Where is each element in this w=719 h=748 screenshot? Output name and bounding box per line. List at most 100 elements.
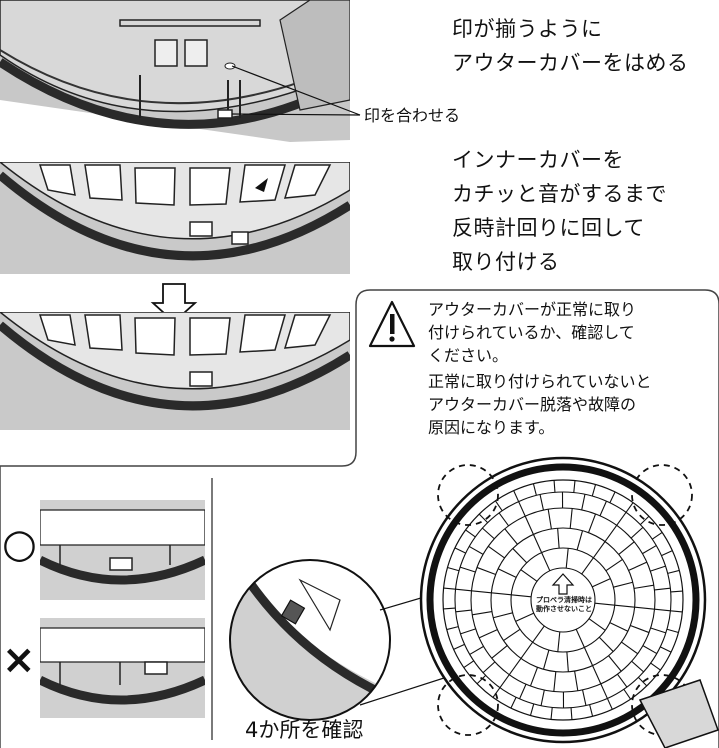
grille-spoke bbox=[469, 645, 484, 655]
zoom-detail-circle bbox=[229, 559, 391, 721]
grille-spoke bbox=[454, 547, 466, 554]
warning-line5: アウターカバー脱落や故障の bbox=[428, 395, 637, 414]
grille-spoke bbox=[613, 581, 633, 588]
grille-spoke bbox=[565, 548, 569, 569]
grille-spoke bbox=[520, 569, 538, 582]
grille-spoke bbox=[587, 513, 597, 533]
propeller-label-line1: プロペラ清掃時は bbox=[536, 596, 592, 604]
grille-spoke bbox=[453, 643, 465, 650]
align-mark-callout: 印を合わせる bbox=[364, 106, 461, 125]
grille-spoke bbox=[628, 561, 648, 571]
grille-spoke bbox=[604, 524, 618, 542]
grille-spoke bbox=[623, 688, 632, 700]
step1-instruction-line1: 印が揃うように bbox=[452, 17, 603, 41]
grille-spoke bbox=[459, 566, 476, 573]
grille-spoke bbox=[650, 662, 661, 671]
grille-spoke bbox=[519, 684, 527, 700]
grille-spoke bbox=[570, 707, 573, 720]
grille-spoke bbox=[493, 612, 513, 619]
grille-spoke bbox=[520, 641, 534, 659]
grille-spoke bbox=[670, 610, 683, 613]
grille-spoke bbox=[476, 566, 496, 576]
grille-spoke bbox=[504, 528, 518, 545]
grille-spoke bbox=[542, 649, 550, 670]
grille-spoke bbox=[492, 687, 501, 698]
step2-instruction-line3: 反時計回りに回して bbox=[452, 216, 645, 240]
grille-spoke bbox=[446, 626, 459, 631]
grille-spoke bbox=[553, 480, 556, 493]
grille-spoke bbox=[569, 508, 573, 529]
grille-spoke bbox=[508, 658, 522, 676]
grille-spoke bbox=[518, 501, 526, 517]
warning-line1: アウターカバーが正常に取り bbox=[428, 300, 637, 319]
step2-instruction-line4: 取り付ける bbox=[452, 250, 560, 274]
grille-spoke bbox=[576, 530, 584, 551]
grille-spoke bbox=[553, 671, 557, 692]
step1-instruction-line2: アウターカバーをはめる bbox=[452, 51, 689, 75]
grille-spoke bbox=[589, 704, 594, 717]
grille-spoke bbox=[661, 550, 673, 557]
grille-spoke bbox=[460, 628, 476, 635]
grille-spoke bbox=[606, 698, 613, 710]
grille-spoke bbox=[478, 513, 489, 524]
grille-spoke bbox=[581, 494, 586, 511]
grille-spoke bbox=[630, 624, 650, 634]
grille-spoke bbox=[529, 703, 535, 716]
grille-spoke bbox=[651, 531, 663, 540]
grille-spoke bbox=[498, 512, 510, 527]
grille-spoke bbox=[581, 557, 594, 575]
grille-spoke bbox=[666, 628, 679, 634]
grille-spoke bbox=[600, 683, 608, 699]
grille-spoke bbox=[616, 673, 628, 688]
grille-spoke bbox=[592, 541, 606, 559]
grille-spoke bbox=[540, 689, 545, 706]
ng-symbol: × bbox=[2, 637, 36, 683]
grille-spoke bbox=[463, 660, 475, 669]
grille-spoke bbox=[513, 490, 520, 502]
grille-spoke bbox=[599, 500, 607, 516]
grille-spoke bbox=[524, 515, 534, 535]
grille-spoke bbox=[455, 588, 472, 592]
down-arrow-icon bbox=[150, 283, 198, 324]
grille-spoke bbox=[639, 515, 650, 526]
grille-spoke bbox=[510, 697, 517, 709]
grille-spoke bbox=[625, 502, 634, 513]
grille-spoke bbox=[634, 606, 655, 610]
grille-spoke bbox=[443, 587, 456, 590]
grille-spoke bbox=[598, 636, 614, 652]
grille-spoke bbox=[574, 670, 579, 691]
warning-line2: 付けられているか、確認して bbox=[428, 323, 635, 342]
grille-spoke bbox=[491, 592, 512, 596]
grille-spoke bbox=[471, 590, 492, 594]
grille-spoke bbox=[455, 609, 472, 613]
step2-instruction-line2: カチッと音がするまで bbox=[452, 182, 667, 206]
grille-spoke bbox=[491, 645, 508, 659]
grille-spoke bbox=[532, 625, 545, 643]
grille-spoke bbox=[642, 545, 657, 555]
grille-spoke bbox=[573, 480, 576, 493]
grille-spoke bbox=[670, 590, 683, 593]
grille-spoke bbox=[667, 569, 680, 574]
grille-spoke bbox=[582, 689, 587, 706]
warning-line6: 原因になります。 bbox=[428, 418, 555, 437]
grille-spoke bbox=[557, 631, 561, 652]
grille-spoke bbox=[637, 676, 648, 687]
warning-triangle-icon bbox=[368, 300, 416, 348]
grille-spoke bbox=[550, 707, 553, 720]
step2-instruction-line1: インナーカバーを bbox=[452, 148, 624, 172]
grille-spoke bbox=[539, 494, 544, 511]
grille-spoke bbox=[592, 665, 602, 685]
warning-line3: ください。 bbox=[428, 346, 509, 365]
grille-spoke bbox=[557, 528, 560, 549]
grille-spoke bbox=[497, 568, 517, 578]
grille-spoke bbox=[447, 566, 460, 572]
grille-spoke bbox=[512, 548, 528, 564]
grille-spoke bbox=[478, 629, 498, 639]
grille-spoke bbox=[575, 628, 585, 648]
grille-spoke bbox=[614, 604, 635, 608]
grille-spoke bbox=[476, 674, 487, 685]
grille-spoke bbox=[532, 483, 537, 496]
grille-spoke bbox=[631, 660, 644, 673]
grille-spoke bbox=[494, 500, 503, 512]
grille-spoke bbox=[630, 526, 644, 539]
